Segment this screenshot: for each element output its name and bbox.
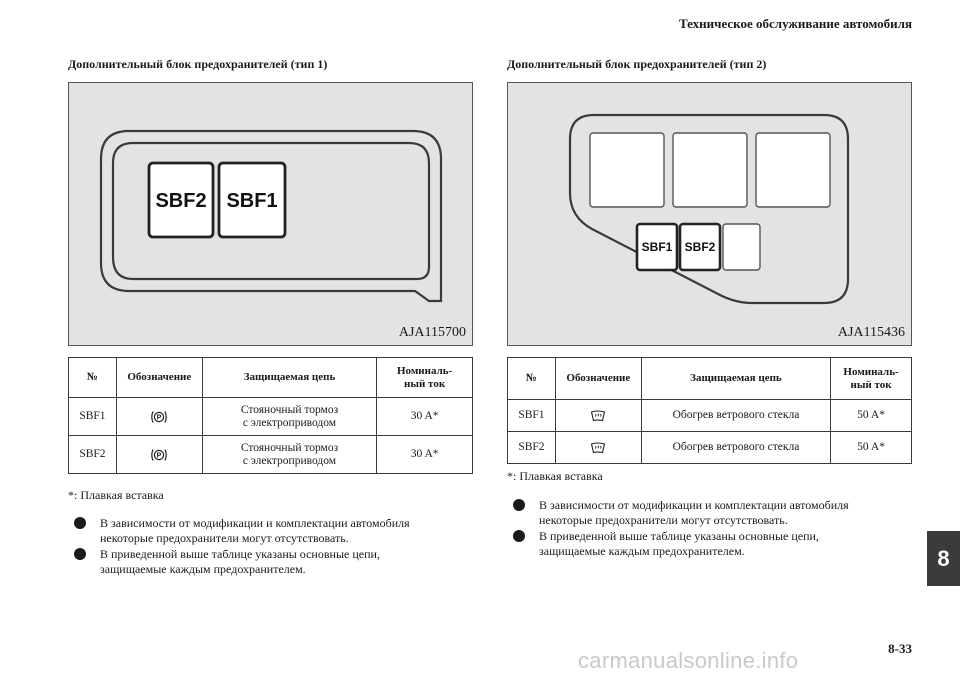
fuse-block-outline: SBF1 SBF2 [568,113,850,305]
fuse-slot-empty [722,223,761,271]
section-title: Дополнительный блок предохранителей (тип… [507,57,767,71]
section-title: Дополнительный блок предохранителей (тип… [68,57,328,71]
chapter-tab: 8 [927,531,960,586]
notes-list: В зависимости от модификации и комплекта… [513,498,849,560]
page-number: 8-33 [888,641,912,656]
fuse-label: SBF2 [155,190,206,212]
header-circuit: Защищаемая цепь [201,357,378,398]
fuse-sbf2-box [147,161,215,239]
header-no: № [507,357,556,400]
bullet-icon [513,499,525,511]
fuse-number: SBF1 [68,397,117,436]
header-symbol: Обозначение [115,357,203,398]
fuse-slot-empty [755,132,831,208]
windshield-heater-icon [554,399,642,432]
rated-current: 30 A* [376,397,473,436]
rated-current: 50 A* [830,399,912,432]
fuse-block-diagram: SBF2 SBF1 AJA115700 [68,82,473,346]
watermark: carmanualsonline.info [578,648,799,673]
bullet-icon [74,548,86,560]
protected-circuit: Обогрев ветрового стекла [640,399,832,432]
notes-list: В зависимости от модификации и комплекта… [74,516,410,578]
table-row: SBF2 Обогрев ветрового стекла 50 A* [507,431,912,464]
fuse-label: SBF1 [642,240,673,254]
header-circuit: Защищаемая цепь [640,357,832,400]
figure-code: AJA115436 [837,325,905,340]
parking-brake-icon: P [115,397,203,436]
list-item: В приведенной выше таблице указаны основ… [513,529,849,559]
footnote: *: Плавкая вставка [68,488,164,502]
table-row: SBF1 Обогрев ветрового стекла 50 A* [507,399,912,432]
header-rating: Номиналь-ный ток [376,357,473,398]
header-symbol: Обозначение [554,357,642,400]
svg-text:P: P [157,452,162,459]
fuse-sbf2-box [678,222,722,272]
rated-current: 50 A* [830,431,912,464]
fuse-number: SBF1 [507,399,556,432]
list-item: В зависимости от модификации и комплекта… [74,516,410,546]
fuse-slot-empty [672,132,748,208]
parking-brake-icon: P [115,435,203,474]
rated-current: 30 A* [376,435,473,474]
fuse-table: № Обозначение Защищаемая цепь Номиналь-н… [68,357,473,474]
list-item: В зависимости от модификации и комплекта… [513,498,849,528]
bullet-icon [74,517,86,529]
protected-circuit: Обогрев ветрового стекла [640,431,832,464]
fuse-sbf1-box [635,222,679,272]
bullet-icon [513,530,525,542]
fuse-number: SBF2 [507,431,556,464]
fuse-block-outline: SBF2 SBF1 [99,129,443,303]
footnote: *: Плавкая вставка [507,469,603,483]
list-item: В приведенной выше таблице указаны основ… [74,547,410,577]
fuse-label: SBF2 [685,240,716,254]
fuse-table: № Обозначение Защищаемая цепь Номиналь-н… [507,357,912,464]
fuse-label: SBF1 [226,190,277,212]
fuse-block-diagram: SBF1 SBF2 AJA115436 [507,82,912,346]
fuse-sbf1-box [217,161,287,239]
fuse-number: SBF2 [68,435,117,474]
svg-text:P: P [157,414,162,421]
header-rating: Номиналь-ный ток [830,357,912,400]
figure-code: AJA115700 [398,325,466,340]
fuse-slot-empty [589,132,665,208]
windshield-heater-icon [554,431,642,464]
page-header-title: Техническое обслуживание автомобиля [678,16,912,31]
header-no: № [68,357,117,398]
